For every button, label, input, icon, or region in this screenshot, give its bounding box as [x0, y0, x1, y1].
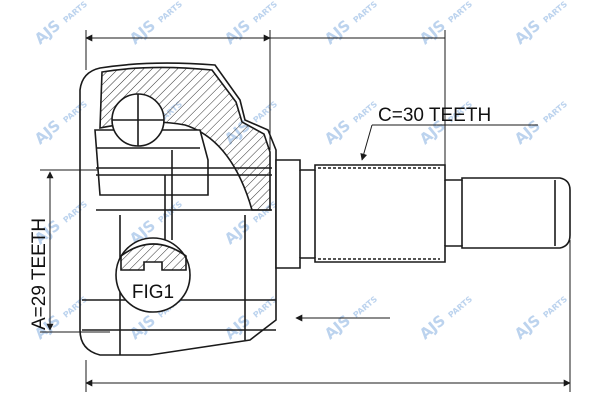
svg-text:AJS: AJS	[126, 311, 159, 343]
svg-text:AJS: AJS	[321, 16, 354, 48]
svg-text:PARTS: PARTS	[157, 199, 185, 224]
fig1-label: FIG1	[132, 282, 174, 303]
svg-text:AJS: AJS	[126, 16, 159, 48]
svg-text:PARTS: PARTS	[542, 99, 570, 124]
svg-text:PARTS: PARTS	[62, 99, 90, 124]
svg-text:AJS: AJS	[221, 16, 254, 48]
dimension-lines	[40, 30, 571, 392]
a-teeth-label: A=29 TEETH	[29, 218, 50, 330]
svg-text:AJS: AJS	[31, 16, 64, 48]
svg-text:PARTS: PARTS	[62, 294, 90, 319]
svg-text:PARTS: PARTS	[447, 294, 475, 319]
svg-text:AJS: AJS	[321, 116, 354, 148]
c-teeth-label: C=30 TEETH	[378, 105, 491, 126]
svg-text:PARTS: PARTS	[447, 0, 475, 25]
svg-text:AJS: AJS	[221, 216, 254, 248]
svg-text:AJS: AJS	[416, 16, 449, 48]
svg-text:AJS: AJS	[221, 311, 254, 343]
svg-text:AJS: AJS	[416, 311, 449, 343]
svg-text:PARTS: PARTS	[252, 294, 280, 319]
svg-text:PARTS: PARTS	[352, 0, 380, 25]
svg-text:PARTS: PARTS	[252, 99, 280, 124]
svg-text:AJS: AJS	[321, 311, 354, 343]
svg-text:PARTS: PARTS	[252, 0, 280, 25]
svg-text:PARTS: PARTS	[157, 0, 185, 25]
svg-text:PARTS: PARTS	[352, 99, 380, 124]
svg-text:PARTS: PARTS	[352, 294, 380, 319]
svg-text:PARTS: PARTS	[62, 0, 90, 25]
svg-text:PARTS: PARTS	[62, 199, 90, 224]
joint-housing	[79, 62, 277, 356]
svg-text:AJS: AJS	[511, 311, 544, 343]
svg-text:AJS: AJS	[511, 16, 544, 48]
svg-text:PARTS: PARTS	[542, 0, 570, 25]
joint-shaft	[275, 159, 571, 269]
svg-text:PARTS: PARTS	[542, 294, 570, 319]
svg-text:AJS: AJS	[511, 116, 544, 148]
svg-text:AJS: AJS	[31, 116, 64, 148]
